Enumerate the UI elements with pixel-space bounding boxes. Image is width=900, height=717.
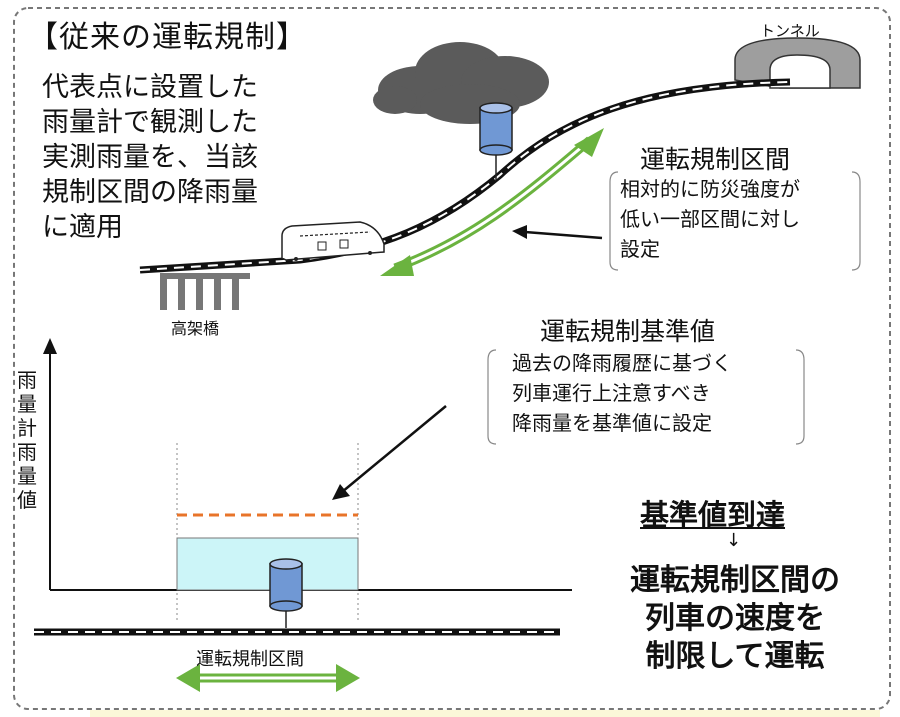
description-text: 代表点に設置した 雨量計で観測した 実測雨量を、当該 規制区間の降雨量 に適用 bbox=[42, 72, 258, 243]
standard-heading: 運転規制基準値 bbox=[540, 317, 716, 346]
rainfall-area bbox=[176, 537, 359, 591]
bottom-section-label: 運転規制区間 bbox=[196, 649, 304, 670]
standard-brace bbox=[487, 349, 805, 445]
page-title: 【従来の運転規制】 bbox=[28, 20, 307, 55]
bridge-label: 高架橋 bbox=[171, 319, 220, 338]
rain-gauge-icon bbox=[479, 102, 513, 180]
cloud-icon bbox=[373, 42, 549, 124]
pointer-arrow-threshold bbox=[332, 405, 447, 500]
outer-dashed-border bbox=[13, 7, 891, 710]
pointer-arrow-section bbox=[512, 225, 603, 240]
section-description: 相対的に防災強度が 低い一部区間に対し 設定 bbox=[620, 177, 800, 261]
bottom-strip bbox=[90, 710, 880, 717]
bottom-section-arrow bbox=[176, 664, 360, 692]
tunnel-label: トンネル bbox=[760, 22, 820, 40]
y-axis-label: 雨量計雨量値 bbox=[17, 368, 37, 512]
green-section-arrow bbox=[380, 128, 604, 276]
result-text: 運転規制区間の 列車の速度を 制限して運転 bbox=[630, 563, 840, 674]
section-brace bbox=[609, 171, 861, 271]
down-arrow: ↓ bbox=[726, 530, 742, 551]
rain-gauge-icon bbox=[269, 558, 303, 628]
standard-description: 過去の降雨履歴に基づく 列車運行上注意すべき 降雨量を基準値に設定 bbox=[512, 351, 732, 435]
train-icon bbox=[281, 221, 385, 261]
bridge-icon bbox=[160, 273, 250, 310]
section-heading: 運転規制区間 bbox=[640, 145, 791, 174]
reach-label: 基準値到達 bbox=[640, 498, 786, 532]
